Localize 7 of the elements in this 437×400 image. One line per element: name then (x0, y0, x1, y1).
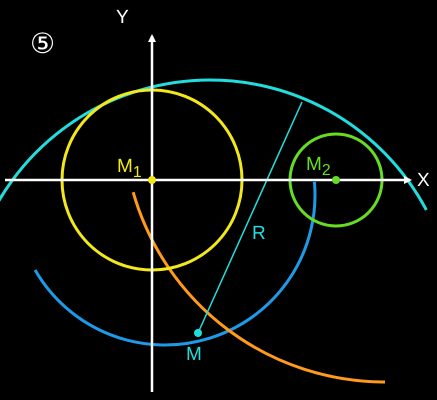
axis-label: Y (116, 8, 129, 27)
point-label: M$_{1}$ (117, 157, 142, 181)
step-number: ⑤ (30, 30, 55, 58)
point-label: M$_{2}$ (306, 155, 331, 179)
axis-label: X (417, 171, 430, 190)
point-label: M (186, 345, 202, 364)
dimension-label: R (252, 224, 266, 243)
